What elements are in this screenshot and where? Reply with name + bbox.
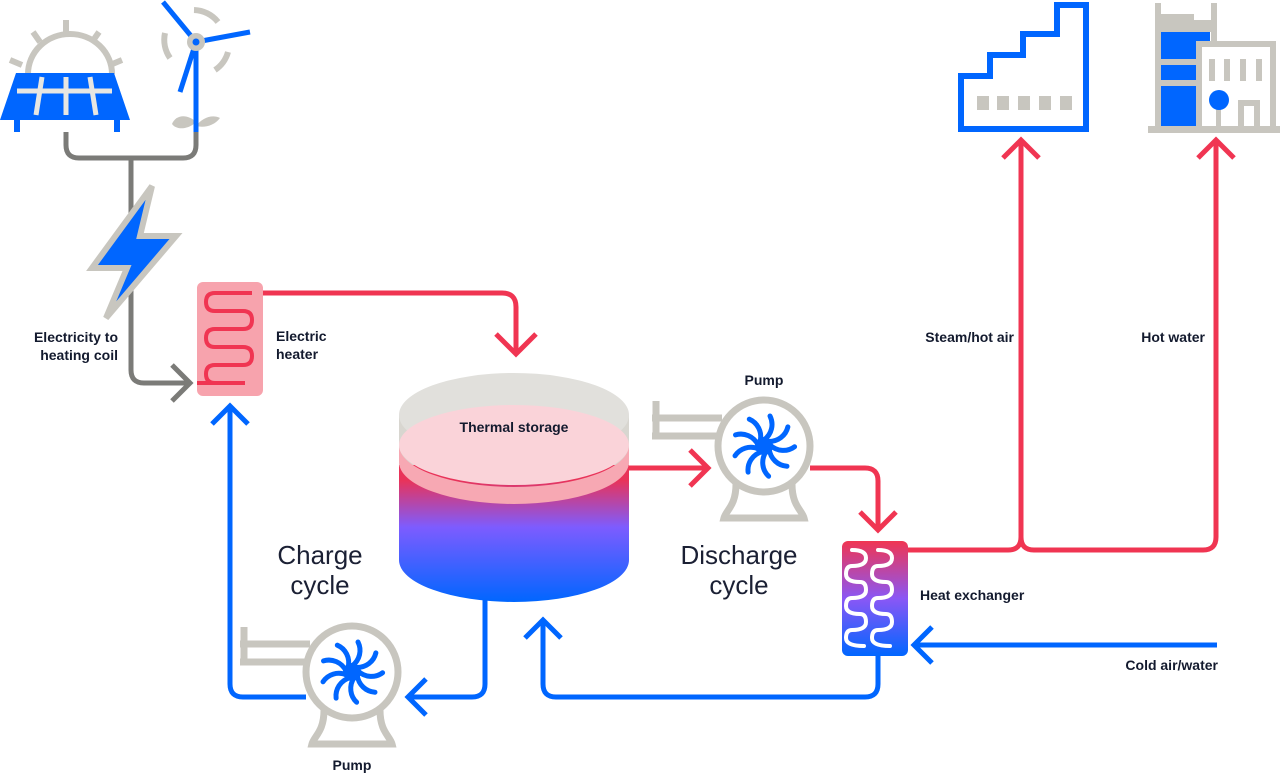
discharge-pump-label: Pump — [744, 372, 784, 388]
exchanger-output-pipes — [908, 136, 1236, 553]
pump-to-exchanger-pipe — [810, 465, 898, 534]
discharge-cycle-line1: Discharge — [680, 540, 798, 570]
building-icon — [1148, 3, 1280, 133]
heat-exchanger-label: Heat exchanger — [920, 587, 1025, 603]
lightning-bolt-icon — [86, 184, 183, 320]
electricity-wire — [63, 132, 199, 403]
hot-water-label: Hot water — [1141, 329, 1205, 345]
sun-icon — [8, 20, 124, 75]
discharge-cycle-line2: cycle — [709, 570, 769, 600]
steam-hot-air-label: Steam/hot air — [925, 329, 1014, 345]
wind-turbine-icon — [161, 0, 251, 132]
exchanger-to-storage-pipe — [523, 616, 881, 700]
cold-air-water-label: Cold air/water — [1125, 657, 1218, 673]
cold-input-pipe — [910, 625, 1217, 665]
discharge-pump-icon — [652, 400, 810, 518]
electric-heater-label: Electric heater — [276, 327, 327, 363]
charge-pump-label: Pump — [332, 757, 372, 773]
charge-pump-to-heater-pipe — [210, 402, 306, 700]
charge-cycle-label: Charge cycle — [250, 540, 390, 600]
discharge-cycle-label: Discharge cycle — [656, 540, 822, 600]
storage-to-charge-pump-pipe — [404, 600, 488, 717]
thermal-storage-tank-icon — [399, 373, 629, 602]
electricity-label-line2: heating coil — [40, 347, 118, 363]
electric-heater-icon — [197, 282, 263, 396]
storage-to-pump-pipe — [629, 448, 712, 488]
solar-panel-icon — [0, 73, 130, 132]
electricity-label-line1: Electricity to — [33, 329, 118, 345]
factory-icon — [958, 2, 1089, 132]
charge-pump-icon — [240, 626, 398, 744]
electricity-label: Electricity to heating coil — [10, 328, 118, 364]
charge-cycle-line2: cycle — [290, 570, 350, 600]
heat-exchanger-icon — [842, 541, 908, 656]
thermal-storage-label: Thermal storage — [459, 419, 569, 435]
electric-heater-label-line1: Electric — [276, 328, 327, 344]
electric-heater-label-line2: heater — [276, 346, 319, 362]
charge-cycle-line1: Charge — [277, 540, 363, 570]
heater-to-storage-pipe — [263, 290, 538, 358]
